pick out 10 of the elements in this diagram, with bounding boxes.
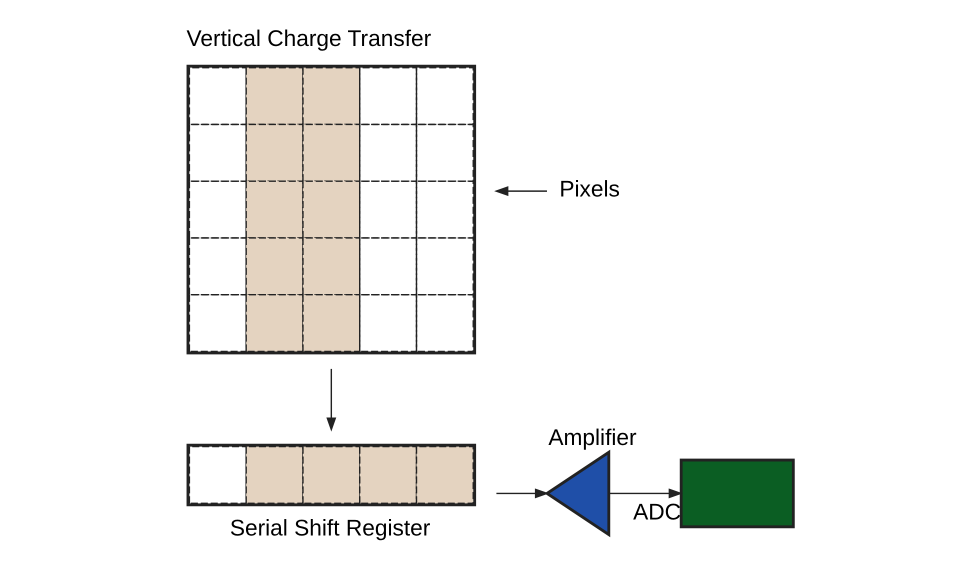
node-box [680, 458, 795, 528]
arrow [494, 186, 547, 196]
node-label: Serial Shift Register [230, 514, 430, 541]
node-label: Vertical Charge Transfer [186, 25, 432, 52]
node-text: Pixels [559, 176, 620, 202]
arrow [326, 368, 336, 432]
arrow [609, 488, 683, 498]
node-label: Amplifier [548, 424, 637, 450]
node-label: ADC [633, 498, 682, 524]
arrow [496, 488, 550, 498]
